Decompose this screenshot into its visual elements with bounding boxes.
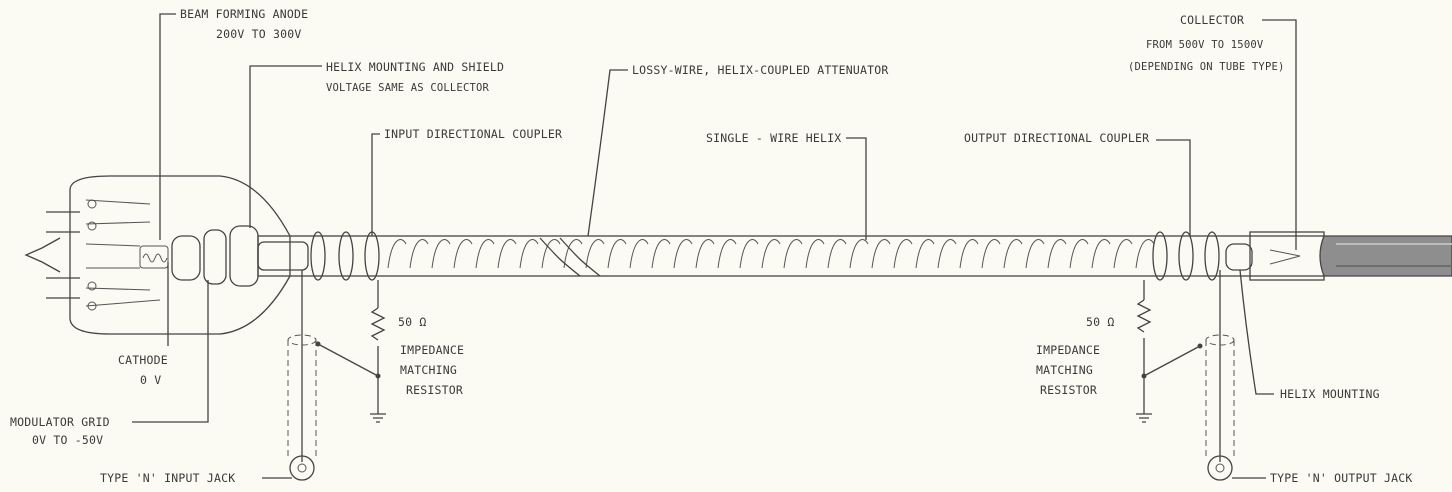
resistor-value-left: 50 Ω: [398, 315, 427, 329]
leader-output-coupler: [1156, 139, 1191, 236]
output-resistor-icon: [1136, 299, 1152, 333]
modulator-grid-cylinder: [171, 235, 201, 281]
press-leads: [85, 199, 161, 311]
impedance-left-line2: MATCHING: [400, 363, 457, 377]
impedance-right-line2: MATCHING: [1036, 363, 1093, 377]
input-circuit: [287, 270, 386, 481]
leader-modulator: [132, 280, 209, 423]
single-wire-helix: [387, 239, 1155, 269]
collector-note: (DEPENDING ON TUBE TYPE): [1128, 61, 1285, 73]
input-resistor-icon: [370, 307, 386, 341]
leader-helix: [846, 137, 867, 240]
output-jack-icon: [1207, 455, 1233, 481]
output-coupler-coil: [1152, 231, 1220, 281]
leader-beam-anode: [159, 13, 176, 240]
gun-pin-tip: [24, 237, 61, 273]
helix-mounting-label: HELIX MOUNTING: [1280, 387, 1380, 401]
attenuator-wire: [539, 237, 601, 277]
resistor-value-right: 50 Ω: [1086, 315, 1115, 329]
input-ground-icon: [370, 413, 386, 423]
leader-input-coupler: [371, 133, 380, 236]
attenuator-label: LOSSY-WIRE, HELIX-COUPLED ATTENUATOR: [632, 63, 888, 77]
helix-mount-output: [1225, 243, 1253, 271]
leader-helix-shield: [249, 65, 322, 228]
shield-cylinder: [229, 225, 259, 287]
helix-tube: [257, 231, 1325, 281]
collector-label: COLLECTOR: [1180, 13, 1244, 27]
collector: [1249, 231, 1452, 281]
gun-bulb: [69, 175, 291, 335]
output-jack-label: TYPE 'N' OUTPUT JACK: [1270, 471, 1412, 485]
impedance-left-line3: RESISTOR: [406, 383, 463, 397]
leader-lines: [132, 13, 1297, 479]
labels: BEAM FORMING ANODE 200V TO 300V HELIX MO…: [10, 7, 1412, 485]
modulator-voltage: 0V TO -50V: [32, 433, 103, 447]
input-jack-label: TYPE 'N' INPUT JACK: [100, 471, 235, 485]
collector-voltage: FROM 500V TO 1500V: [1146, 39, 1264, 51]
output-coupler-label: OUTPUT DIRECTIONAL COUPLER: [964, 131, 1149, 145]
beam-anode-voltage: 200V TO 300V: [216, 27, 301, 41]
output-tap-lead: [1143, 345, 1201, 377]
collector-cone: [1269, 249, 1301, 265]
leader-collector: [1262, 19, 1297, 250]
helix-shield-label: HELIX MOUNTING AND SHIELD: [326, 60, 504, 74]
output-circuit: [1136, 270, 1235, 481]
impedance-right-line1: IMPEDANCE: [1036, 343, 1100, 357]
collector-housing: [1249, 231, 1325, 281]
cathode-label: CATHODE: [118, 353, 168, 367]
leader-helix-mounting: [1239, 269, 1274, 395]
helix-shield-note: VOLTAGE SAME AS COLLECTOR: [326, 82, 490, 94]
input-tap-lead: [317, 343, 379, 377]
leader-attenuator: [587, 69, 628, 237]
impedance-left-line1: IMPEDANCE: [400, 343, 464, 357]
beam-anode-cylinder: [203, 229, 227, 285]
input-jack-icon: [289, 455, 315, 481]
base-pins: [46, 211, 80, 299]
impedance-right-line3: RESISTOR: [1040, 383, 1097, 397]
output-ground-icon: [1136, 413, 1152, 423]
beam-anode-label: BEAM FORMING ANODE: [180, 7, 308, 21]
cathode-voltage: 0 V: [140, 373, 161, 387]
single-wire-helix-label: SINGLE - WIRE HELIX: [706, 131, 841, 145]
collector-body: [1319, 235, 1452, 277]
input-coupler-label: INPUT DIRECTIONAL COUPLER: [384, 127, 562, 141]
helix-mount-input: [257, 241, 309, 271]
modulator-label: MODULATOR GRID: [10, 415, 110, 429]
input-coupler-coil: [310, 231, 380, 281]
cathode-heater: [139, 245, 169, 269]
